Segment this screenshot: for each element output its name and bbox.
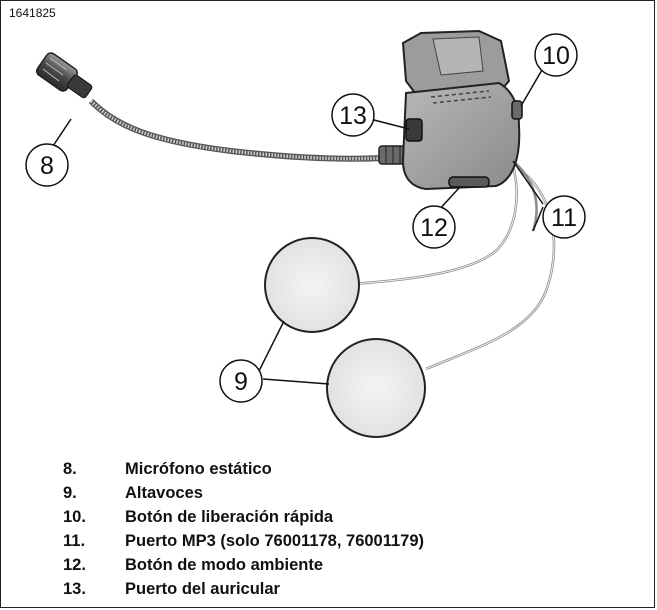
legend-number: 11. <box>63 531 86 550</box>
legend-number: 9. <box>63 483 77 502</box>
callout-13: 13 <box>331 93 375 137</box>
svg-text:8: 8 <box>40 152 54 180</box>
svg-text:10: 10 <box>542 42 570 70</box>
callout-12: 12 <box>412 205 456 249</box>
legend-number: 12. <box>63 555 86 574</box>
mp3-cable <box>512 160 538 232</box>
legend-item-13: 13. Puerto del auricular <box>63 577 424 601</box>
legend-item-12: 12. Botón de modo ambiente <box>63 553 424 577</box>
legend-number: 8. <box>63 459 77 478</box>
speaker-cable-upper-inner <box>352 165 518 285</box>
legend-label: Botón de modo ambiente <box>125 555 323 574</box>
legend-item-8: 8. Micrófono estático <box>63 457 424 481</box>
mic-boom <box>88 98 412 162</box>
svg-text:11: 11 <box>551 204 577 232</box>
legend-item-11: 11. Puerto MP3 (solo 76001178, 76001179) <box>63 529 424 553</box>
callout-11: 11 <box>542 195 586 239</box>
legend-label: Puerto del auricular <box>125 579 280 598</box>
svg-text:12: 12 <box>420 214 448 242</box>
legend-number: 10. <box>63 507 86 526</box>
legend-label: Puerto MP3 (solo 76001178, 76001179) <box>125 531 425 550</box>
headset-port <box>405 118 423 142</box>
svg-text:13: 13 <box>339 102 367 130</box>
speaker-upper <box>264 237 360 333</box>
quick-release-button <box>511 100 523 120</box>
legend-item-10: 10. Botón de liberación rápida <box>63 505 424 529</box>
legend: 8. Micrófono estático 9. Altavoces 10. B… <box>63 457 424 601</box>
ambient-mode-button <box>448 176 490 188</box>
headset-control-unit <box>401 29 523 191</box>
speaker-cable-lower-inner <box>425 170 555 370</box>
figure-id: 1641825 <box>9 6 56 20</box>
legend-label: Botón de liberación rápida <box>125 507 334 526</box>
callout-9: 9 <box>219 359 263 403</box>
microphone-icon <box>36 52 93 99</box>
legend-number: 13. <box>63 579 86 598</box>
legend-label: Altavoces <box>125 483 203 502</box>
svg-text:9: 9 <box>234 368 248 396</box>
callout-8: 8 <box>25 143 69 187</box>
headset-diagram: 8 10 13 12 11 9 <box>25 29 586 438</box>
legend-item-9: 9. Altavoces <box>63 481 424 505</box>
callout-10: 10 <box>534 33 578 77</box>
legend-label: Micrófono estático <box>125 459 272 478</box>
speaker-lower <box>326 338 426 438</box>
leader-lines <box>52 62 547 385</box>
